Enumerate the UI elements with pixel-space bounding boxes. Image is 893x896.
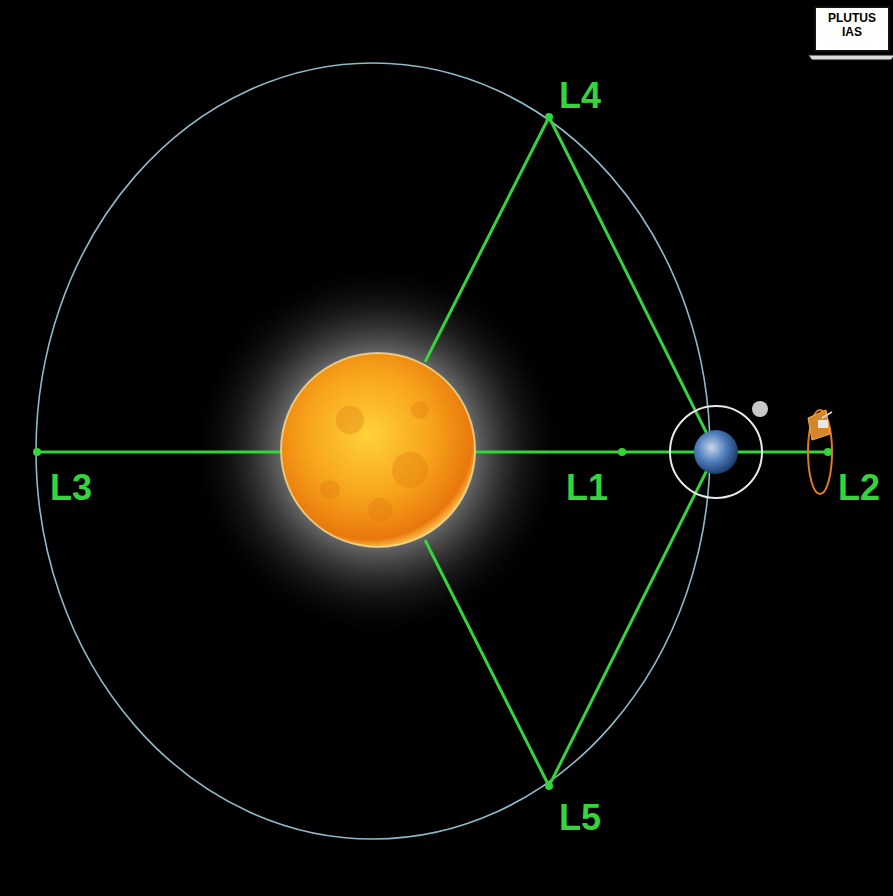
moon [752, 401, 768, 417]
lagrange-point-label: L2 [838, 470, 880, 506]
sun-texture [320, 401, 429, 522]
spacecraft [808, 410, 832, 440]
moon-orbit [670, 406, 762, 498]
logo-laptop-base [808, 55, 893, 60]
lagrange-lines [37, 117, 828, 786]
sun-glow [188, 260, 568, 640]
sun-rim [281, 353, 475, 547]
halo-orbit [808, 410, 832, 494]
earth [694, 430, 738, 474]
logo-box: PLUTUS IAS [814, 6, 890, 52]
lagrange-point-label: L5 [559, 800, 601, 836]
logo-text: PLUTUS IAS [816, 8, 888, 44]
sun [281, 353, 475, 547]
lagrange-point-label: L4 [559, 78, 601, 114]
lagrange-point-label: L1 [566, 470, 608, 506]
lagrange-dots [33, 113, 832, 790]
lagrange-point-label: L3 [50, 470, 92, 506]
